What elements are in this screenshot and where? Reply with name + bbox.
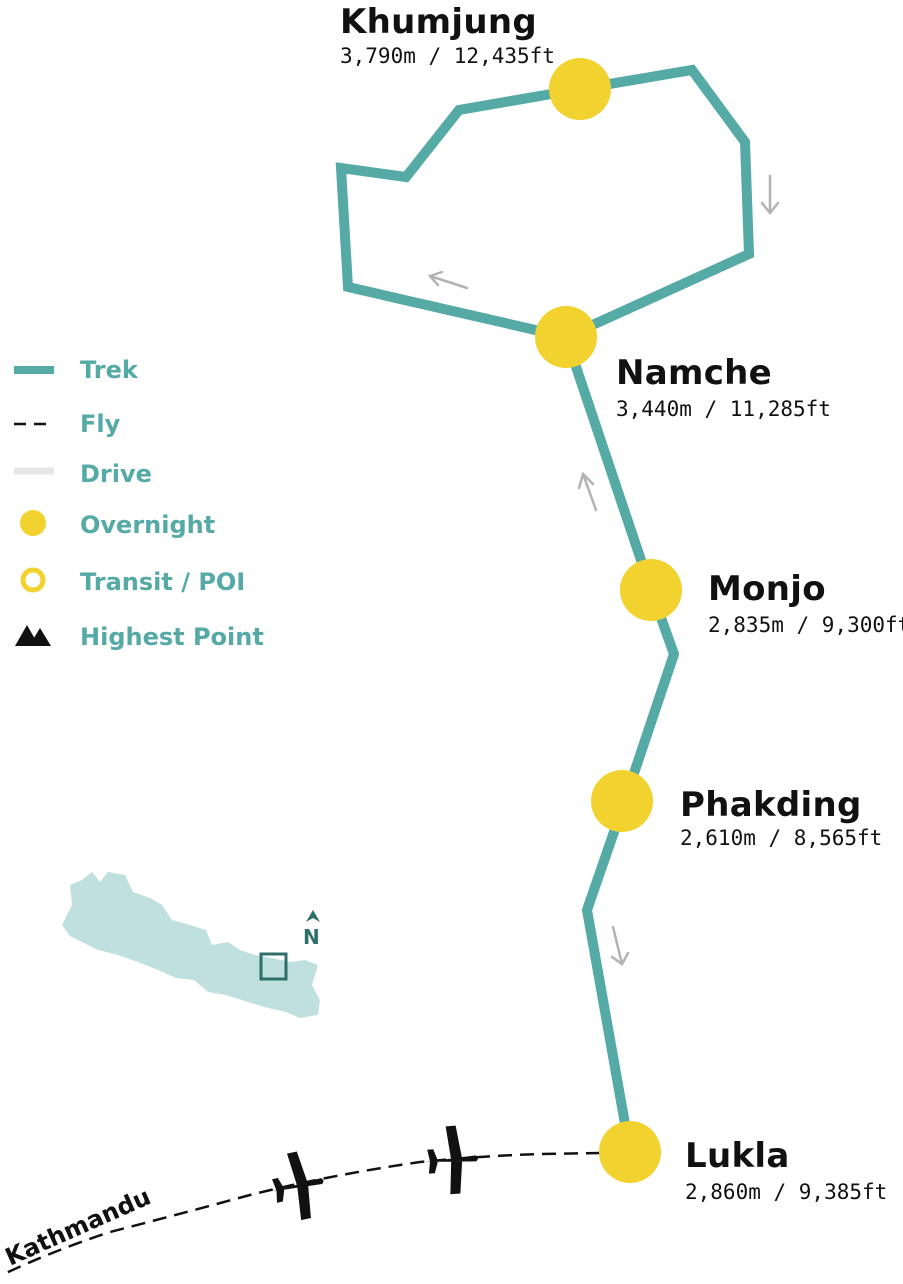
direction-arrow-icon [577, 471, 598, 512]
overnight-marker-namche [535, 306, 597, 368]
yellow-ring-icon [20, 567, 46, 593]
direction-arrow-icon [427, 270, 469, 290]
place-name-khumjung: Khumjung [340, 2, 537, 42]
overnight-marker-khumjung [549, 58, 611, 120]
place-name-namche: Namche [616, 353, 772, 393]
place-elevation-monjo: 2,835m / 9,300ft [708, 613, 903, 637]
overnight-marker-monjo [620, 559, 682, 621]
locator-box [259, 952, 288, 981]
trek-loop [335, 64, 755, 343]
direction-arrow-icon [760, 174, 780, 216]
legend: Trek Fly Drive Overnight Transit / POI H… [14, 356, 264, 651]
overnight-marker-lukla [599, 1121, 661, 1183]
place-name-lukla: Lukla [685, 1136, 790, 1176]
place-elevation-namche: 3,440m / 11,285ft [616, 397, 831, 421]
nepal-locator-map: N [62, 872, 320, 1018]
place-name-monjo: Monjo [708, 569, 826, 609]
legend-drive-label: Drive [80, 460, 152, 488]
yellow-dot-icon [20, 510, 46, 536]
overnight-marker-phakding [591, 770, 653, 832]
airplane-icon [272, 1151, 324, 1221]
legend-overnight-label: Overnight [80, 511, 215, 539]
place-elevation-lukla: 2,860m / 9,385ft [685, 1180, 887, 1204]
north-label: N [303, 925, 320, 949]
place-elevation-khumjung: 3,790m / 12,435ft [340, 44, 555, 68]
legend-fly-label: Fly [80, 410, 121, 438]
place-elevation-phakding: 2,610m / 8,565ft [680, 826, 882, 850]
legend-trek-label: Trek [80, 356, 139, 384]
legend-highest-label: Highest Point [80, 623, 264, 651]
legend-transit-label: Transit / POI [80, 568, 245, 596]
nepal-outline [62, 872, 320, 1018]
mountain-peaks-icon [15, 625, 51, 646]
trek-route [561, 335, 680, 1153]
direction-arrow-icon [610, 925, 630, 966]
north-arrow-icon: N [303, 910, 320, 949]
place-name-phakding: Phakding [680, 785, 862, 825]
airplane-icon [426, 1125, 478, 1195]
